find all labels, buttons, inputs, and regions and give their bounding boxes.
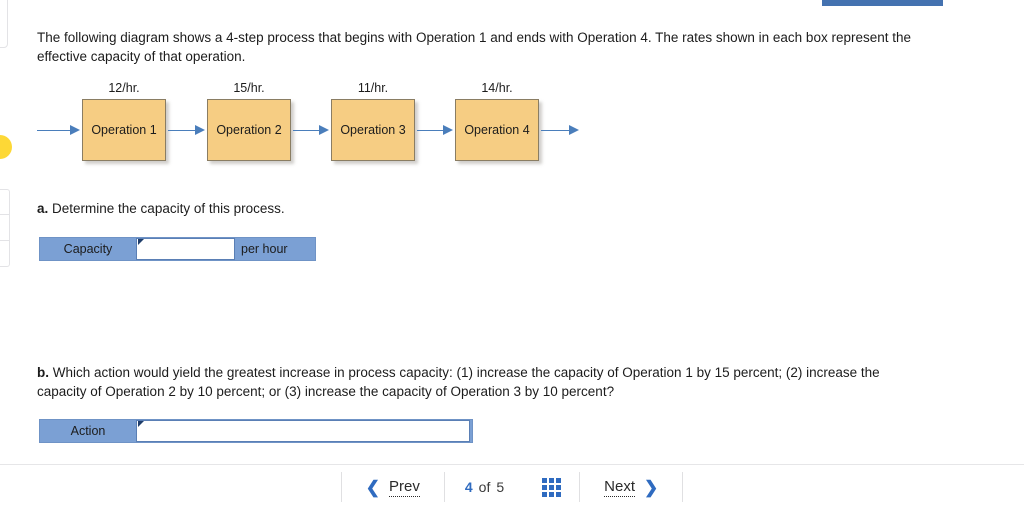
action-answer-row: Action: [39, 419, 473, 443]
left-edge-card-stack: [0, 189, 10, 267]
nav-divider: [579, 472, 581, 502]
capacity-answer-row: Capacity per hour: [39, 237, 316, 261]
process-diagram: 12/hr. Operation 1 15/hr. Operation 2 11…: [37, 80, 597, 170]
arrow-3-4: [417, 125, 455, 136]
part-b-prompt: b. Which action would yield the greatest…: [37, 363, 882, 401]
capacity-label: Capacity: [63, 242, 113, 256]
highlight-dot-icon: [0, 135, 12, 159]
bottom-navigation-bar: ❮ Prev 4 of 5 Next ❯: [0, 464, 1024, 509]
part-a-text: Determine the capacity of this process.: [48, 201, 285, 216]
capacity-input[interactable]: [136, 238, 235, 260]
operation-box-1: Operation 1: [82, 99, 166, 161]
text-cursor-icon: [138, 239, 144, 245]
chevron-right-icon: ❯: [643, 477, 659, 497]
arrow-2-3: [293, 125, 331, 136]
current-page-number: 4: [464, 479, 473, 495]
top-progress-bar: [822, 0, 943, 6]
operation-box-2: Operation 2: [207, 99, 291, 161]
text-cursor-icon: [138, 421, 144, 427]
left-edge-panel: [0, 0, 8, 48]
operation-rate-2: 15/hr.: [233, 81, 265, 95]
operation-rate-3: 11/hr.: [357, 81, 389, 95]
action-label: Action: [70, 424, 106, 438]
nav-divider: [682, 472, 684, 502]
operation-node-3: 11/hr. Operation 3: [331, 80, 415, 161]
page-counter: 4 of 5: [445, 465, 524, 509]
operation-rate-4: 14/hr.: [481, 81, 513, 95]
arrow-1-2: [168, 125, 207, 136]
prev-button[interactable]: ❮ Prev: [342, 465, 444, 509]
left-edge-card: [0, 215, 10, 241]
operation-rate-1: 12/hr.: [108, 81, 140, 95]
nav-divider: [443, 472, 445, 502]
next-button[interactable]: Next ❯: [580, 465, 682, 509]
operation-box-4: Operation 4: [455, 99, 539, 161]
part-a-prompt: a. Determine the capacity of this proces…: [37, 199, 637, 218]
capacity-unit-label: per hour: [241, 242, 288, 256]
question-content: The following diagram shows a 4-step pro…: [37, 30, 911, 443]
next-button-label: Next: [604, 477, 635, 497]
operation-box-3: Operation 3: [331, 99, 415, 161]
nav-group: ❮ Prev 4 of 5 Next ❯: [340, 465, 684, 509]
arrow-out: [541, 125, 581, 136]
total-page-number: 5: [496, 479, 505, 495]
left-edge-card: [0, 189, 10, 215]
prev-button-label: Prev: [389, 477, 420, 497]
left-edge-card: [0, 241, 10, 267]
grid-menu-icon[interactable]: [524, 477, 579, 497]
part-a-marker: a.: [37, 201, 49, 216]
operation-node-4: 14/hr. Operation 4: [455, 80, 539, 161]
operation-node-2: 15/hr. Operation 2: [207, 80, 291, 161]
arrow-in: [37, 125, 82, 136]
question-intro-text: The following diagram shows a 4-step pro…: [37, 30, 911, 64]
chevron-left-icon: ❮: [365, 477, 381, 497]
page-of-label: of: [478, 479, 491, 495]
operation-node-1: 12/hr. Operation 1: [82, 80, 166, 161]
part-b-marker: b.: [37, 365, 49, 380]
nav-divider: [340, 472, 342, 502]
part-b-text: Which action would yield the greatest in…: [37, 365, 880, 399]
action-input[interactable]: [136, 420, 470, 442]
